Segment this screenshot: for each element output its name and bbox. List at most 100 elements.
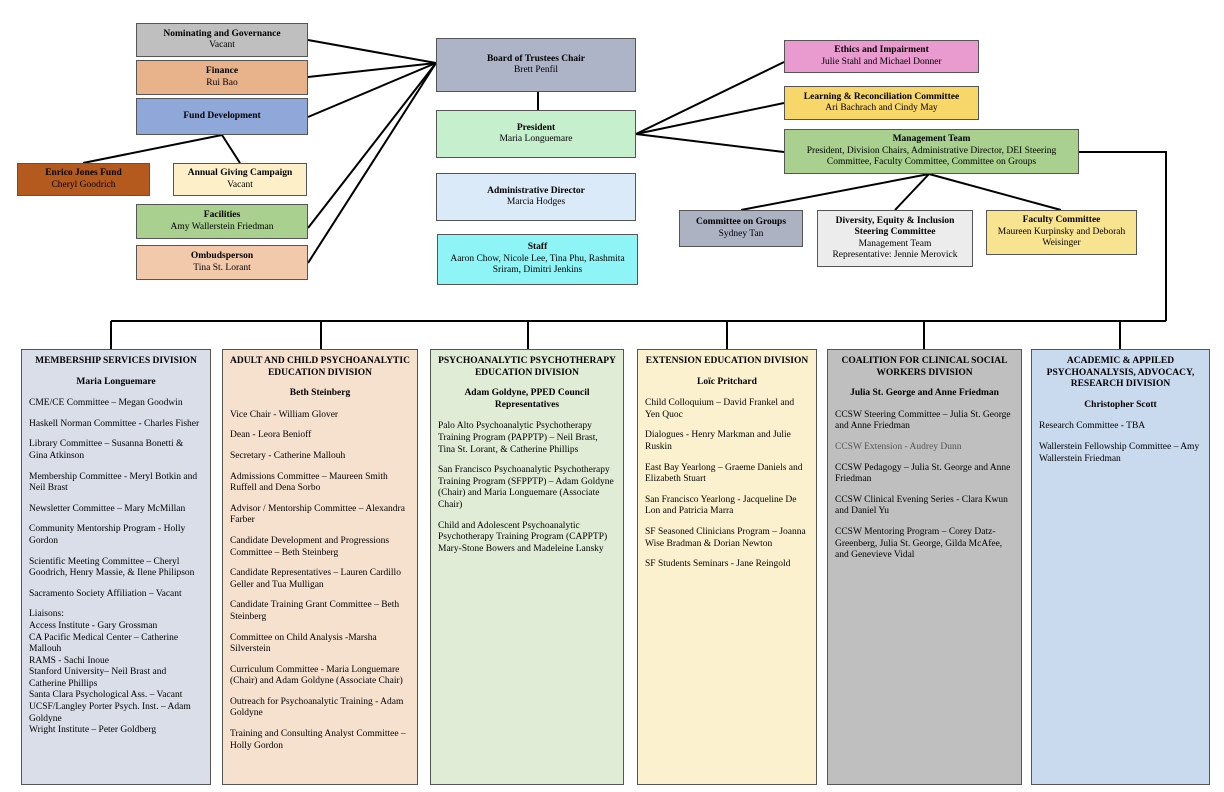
liaison-item: Santa Clara Psychological Ass. – Vacant xyxy=(29,690,183,701)
box-title: Board of Trustees Chair xyxy=(486,53,586,64)
management-team-box: Management Team President, Division Chai… xyxy=(784,129,1079,174)
liaison-item: RAMS - Sachi Inoue xyxy=(29,655,109,666)
division-item: SF Seasoned Clinicians Program – Joanna … xyxy=(645,526,806,549)
ombudsperson-box: Ombudsperson Tina St. Lorant xyxy=(136,245,308,280)
division-item: East Bay Yearlong – Graeme Daniels and E… xyxy=(645,462,803,485)
box-name: Tina St. Lorant xyxy=(193,262,251,273)
membership-services-division: MEMBERSHIP SERVICES DIVISION Maria Longu… xyxy=(21,349,211,785)
division-item: CCSW Extension - Audrey Dunn xyxy=(835,441,962,452)
box-title: Committee on Groups xyxy=(695,217,787,227)
box-name: Sydney Tan xyxy=(718,228,764,239)
box-title: Ombudsperson xyxy=(190,251,254,261)
box-name: Marcia Hodges xyxy=(506,197,566,207)
connector-president-ethics xyxy=(635,61,785,135)
division-item: Child Colloquium – David Frankel and Yen… xyxy=(645,398,795,420)
connector-president-mgmt xyxy=(635,133,785,153)
division-title: PSYCHOANALYTIC PSYCHOTHERAPY EDUCATION D… xyxy=(438,356,616,378)
liaison-item: CA Pacific Medical Center – Catherine Ma… xyxy=(29,632,179,655)
box-title: Learning & Reconciliation Committee xyxy=(803,91,960,102)
board-chair-box: Board of Trustees Chair Brett Penfil xyxy=(436,38,636,92)
liaison-item: UCSF/Langley Porter Psych. Inst. – Adam … xyxy=(29,702,191,724)
division-item: Palo Alto Psychoanalytic Psychotherapy T… xyxy=(438,421,598,455)
box-name: Rui Bao xyxy=(206,77,238,88)
box-name: Maureen Kurpinsky and Deborah Weisinger xyxy=(997,226,1126,249)
box-title: Annual Giving Campaign xyxy=(187,168,293,178)
connector-president-learning xyxy=(635,102,785,135)
division-item: San Francisco Psychoanalytic Psychothera… xyxy=(438,465,614,510)
division-item: Training and Consulting Analyst Committe… xyxy=(230,729,406,751)
liaison-item: Stanford University– Neil Brast and Cath… xyxy=(29,667,167,689)
extension-education-division: EXTENSION EDUCATION DIVISION Loïc Pritch… xyxy=(637,349,817,785)
division-head: Beth Steinberg xyxy=(289,388,351,399)
connector-chair-finance xyxy=(307,62,437,78)
division-item: Membership Committee - Meryl Botkin and … xyxy=(29,471,198,494)
division-title: EXTENSION EDUCATION DIVISION xyxy=(645,356,809,366)
box-name: Vacant xyxy=(209,40,235,50)
psychotherapy-education-division: PSYCHOANALYTIC PSYCHOTHERAPY EDUCATION D… xyxy=(430,349,624,785)
box-title: Administrative Director xyxy=(487,185,585,196)
division-item: Vice Chair - William Glover xyxy=(230,409,339,420)
division-title: ADULT AND CHILD PSYCHOANALYTIC EDUCATION… xyxy=(230,356,410,378)
connector-chair-ombuds xyxy=(307,62,437,264)
box-name: Ari Bachrach and Cindy May xyxy=(825,103,938,113)
annual-giving-box: Annual Giving Campaign Vacant xyxy=(173,163,307,196)
division-item: Wallerstein Fellowship Committee – Amy W… xyxy=(1039,441,1200,464)
division-item: Haskell Norman Committee - Charles Fishe… xyxy=(29,418,200,429)
learning-reconciliation-box: Learning & Reconciliation Committee Ari … xyxy=(784,86,979,120)
box-title: Diversity, Equity & Inclusion Steering C… xyxy=(835,215,955,238)
box-title: Faculty Committee xyxy=(1022,215,1101,226)
division-head: Christopher Scott xyxy=(1084,399,1157,410)
division-item: Sacramento Society Affiliation – Vacant xyxy=(29,588,182,599)
box-name: Amy Wallerstein Friedman xyxy=(170,221,274,232)
liaison-item: Wright Institute – Peter Goldberg xyxy=(29,725,157,736)
division-item: Curriculum Committee - Maria Longuemare … xyxy=(230,664,403,687)
box-name: Cheryl Goodrich xyxy=(51,179,116,190)
staff-box: Staff Aaron Chow, Nicole Lee, Tina Phu, … xyxy=(437,234,638,285)
connector-mgmt-groups xyxy=(740,173,930,211)
box-title: Staff xyxy=(527,242,548,253)
dei-steering-box: Diversity, Equity & Inclusion Steering C… xyxy=(817,210,973,267)
nominating-governance-box: Nominating and Governance Vacant xyxy=(136,23,308,57)
box-name: President, Division Chairs, Administrati… xyxy=(806,145,1057,168)
division-item: Admissions Committee – Maureen Smith Ruf… xyxy=(230,471,388,494)
division-head: Loïc Pritchard xyxy=(697,376,757,387)
administrative-director-box: Administrative Director Marcia Hodges xyxy=(436,173,636,221)
president-box: President Maria Longuemare xyxy=(436,110,636,158)
division-item: Candidate Training Grant Committee – Bet… xyxy=(230,600,400,622)
division-title: ACADEMIC & APPILED PSYCHOANALYSIS, ADVOC… xyxy=(1046,356,1195,390)
finance-box: Finance Rui Bao xyxy=(136,60,308,95)
coalition-social-workers-division: COALITION FOR CLINICAL SOCIAL WORKERS DI… xyxy=(827,349,1022,785)
division-item: Community Mentorship Program - Holly Gor… xyxy=(29,524,186,546)
box-title: Enrico Jones Fund xyxy=(45,168,122,178)
box-title: Finance xyxy=(205,66,239,76)
committee-on-groups-box: Committee on Groups Sydney Tan xyxy=(679,210,803,247)
adult-child-psychoanalytic-division: ADULT AND CHILD PSYCHOANALYTIC EDUCATION… xyxy=(222,349,418,785)
division-item: CCSW Pedagogy – Julia St. George and Ann… xyxy=(835,462,1011,485)
box-name-2: Representative: Jennie Merovick xyxy=(832,250,958,260)
facilities-box: Facilities Amy Wallerstein Friedman xyxy=(136,204,308,239)
connector-mgmt-faculty xyxy=(928,173,1062,211)
faculty-committee-box: Faculty Committee Maureen Kurpinsky and … xyxy=(986,210,1137,255)
division-item: SF Students Seminars - Jane Reingold xyxy=(645,559,791,570)
division-item: Child and Adolescent Psychoanalytic Psyc… xyxy=(438,520,608,554)
division-item: CCSW Steering Committee – Julia St. Geor… xyxy=(835,409,1011,432)
connector-fund-jones xyxy=(82,134,223,164)
division-item: Dean - Leora Benioff xyxy=(230,430,312,441)
box-title: Facilities xyxy=(203,210,241,220)
connector-chair-nominating xyxy=(307,39,437,64)
division-title: MEMBERSHIP SERVICES DIVISION xyxy=(35,356,197,366)
division-head: Adam Goldyne, PPED Council Representativ… xyxy=(464,388,590,410)
box-title: Ethics and Impairment xyxy=(834,45,929,55)
connector-mgmt-dei xyxy=(894,173,930,211)
box-title: Fund Development xyxy=(183,110,261,121)
division-item: Dialogues - Henry Markman and Julie Rusk… xyxy=(645,430,791,452)
box-title: President xyxy=(516,122,556,133)
division-item: CCSW Clinical Evening Series - Clara Kwu… xyxy=(835,494,1008,517)
division-item: Secretary - Catherine Mallouh xyxy=(230,450,346,461)
ethics-impairment-box: Ethics and Impairment Julie Stahl and Mi… xyxy=(784,40,979,73)
box-name: Julie Stahl and Michael Donner xyxy=(821,56,942,67)
division-item: Research Committee - TBA xyxy=(1039,421,1146,432)
division-item: Committee on Child Analysis -Marsha Silv… xyxy=(230,632,377,655)
division-title: COALITION FOR CLINICAL SOCIAL WORKERS DI… xyxy=(841,356,1008,378)
